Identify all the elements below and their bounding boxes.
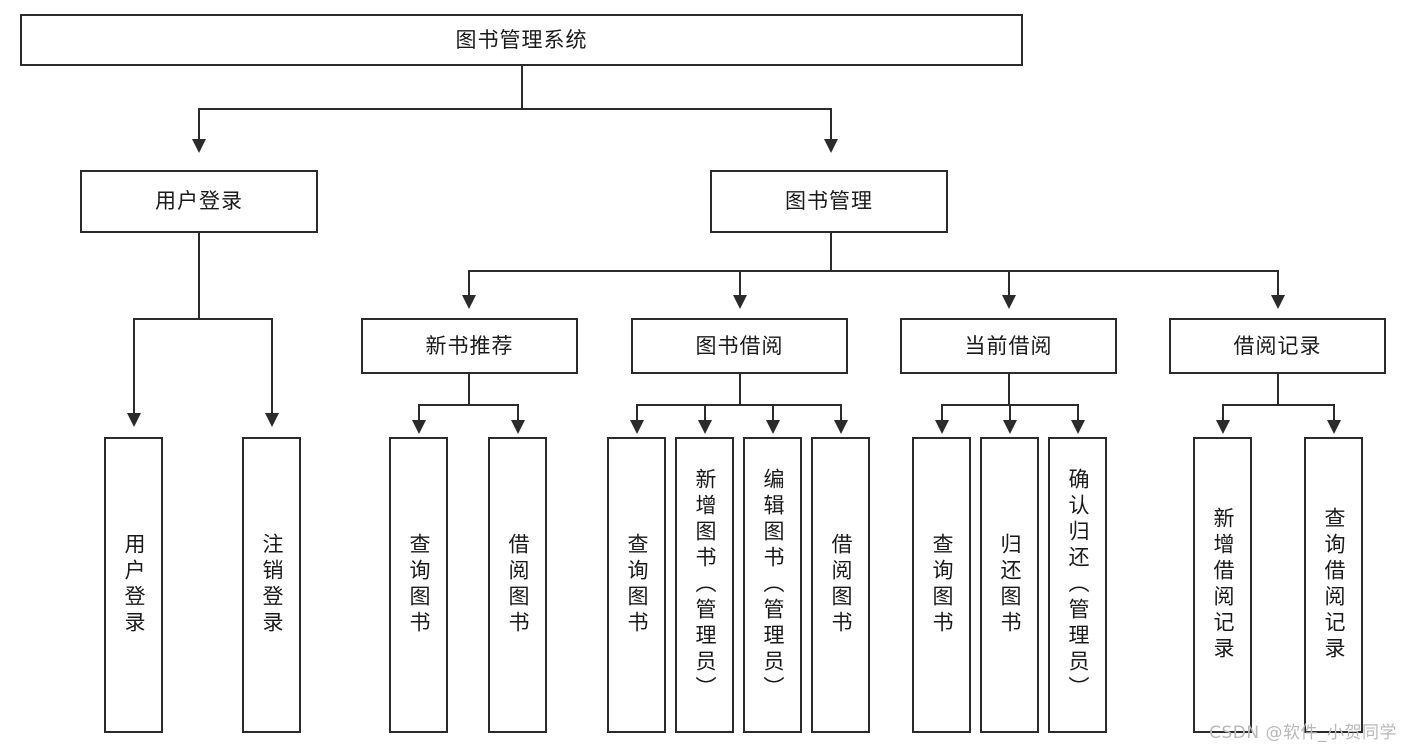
connector-book-borrow-leaf-1 [636,404,638,422]
arrow-head-icon [733,295,747,309]
node-label: 新增图书（管理员） [693,468,717,702]
connector-root-to-book-mgmt [830,108,832,141]
node-label: 编辑图书（管理员） [761,468,785,702]
connector-borrow-record-bus [1222,404,1334,406]
node-label: 借阅图书 [829,533,853,637]
arrow-head-icon [1071,420,1085,434]
connector-to-borrow-record [1277,270,1279,297]
node-root-system[interactable]: 图书管理系统 [20,14,1023,66]
leaf-current-query-book[interactable]: 查询图书 [912,437,971,733]
connector-current-borrow-leaf-2 [1009,404,1011,422]
arrow-head-icon [1216,420,1230,434]
node-label: 新书推荐 [425,333,514,358]
node-label: 借阅图书 [506,533,530,637]
arrow-head-icon [766,420,780,434]
node-label: 图书管理系统 [455,27,588,52]
node-label: 归还图书 [998,533,1022,637]
leaf-borrow-query-book[interactable]: 查询图书 [607,437,666,733]
connector-borrow-record-leaf-1 [1222,404,1224,422]
connector-book-borrow-leaf-4 [840,404,842,422]
connector-user-login-stem [198,233,200,320]
connector-book-borrow-leaf-2 [704,404,706,422]
leaf-current-return-book[interactable]: 归还图书 [980,437,1039,733]
connector-root-stem [521,66,523,109]
leaf-user-login[interactable]: 用户登录 [104,437,163,733]
leaf-logout[interactable]: 注销登录 [242,437,301,733]
leaf-record-query[interactable]: 查询借阅记录 [1304,437,1363,733]
connector-book-borrow-leaf-3 [772,404,774,422]
node-user-login[interactable]: 用户登录 [80,170,318,233]
arrow-head-icon [412,420,426,434]
connector-book-mgmt-stem [830,233,832,272]
connector-borrow-record-leaf-2 [1333,404,1335,422]
connector-to-new-book [468,270,470,297]
node-new-book-recommend[interactable]: 新书推荐 [361,318,578,374]
arrow-head-icon [834,420,848,434]
arrow-head-icon [935,420,949,434]
node-current-borrow[interactable]: 当前借阅 [900,318,1117,374]
connector-current-borrow-leaf-3 [1077,404,1079,422]
leaf-current-confirm-return[interactable]: 确认归还（管理员） [1048,437,1107,733]
node-label: 查询图书 [930,533,954,637]
connector-current-borrow-stem [1008,374,1010,406]
connector-book-mgmt-bus [468,270,1279,272]
node-label: 图书管理 [785,189,873,214]
arrow-head-icon [1002,295,1016,309]
connector-user-login-bus [133,318,272,320]
node-label: 借阅记录 [1233,333,1322,358]
arrow-head-icon [1003,420,1017,434]
leaf-borrow-edit-book[interactable]: 编辑图书（管理员） [743,437,802,733]
connector-root-bus [198,108,832,110]
leaf-borrow-add-book[interactable]: 新增图书（管理员） [675,437,734,733]
connector-root-to-user-login [198,108,200,141]
leaf-new-book-borrow[interactable]: 借阅图书 [488,437,547,733]
connector-book-borrow-stem [739,374,741,406]
arrow-head-icon [265,413,279,427]
connector-to-book-borrow [739,270,741,297]
node-label: 用户登录 [122,533,146,637]
node-label: 查询图书 [625,533,649,637]
arrow-head-icon [824,139,838,153]
connector-current-borrow-leaf-1 [941,404,943,422]
leaf-borrow-borrow-book[interactable]: 借阅图书 [811,437,870,733]
connector-borrow-record-stem [1277,374,1279,406]
node-label: 确认归还（管理员） [1066,468,1090,702]
arrow-head-icon [192,139,206,153]
arrow-head-icon [462,295,476,309]
node-label: 注销登录 [260,533,284,637]
node-borrow-record[interactable]: 借阅记录 [1169,318,1386,374]
node-label: 新增借阅记录 [1211,507,1235,663]
connector-new-book-leaf-1 [418,404,420,422]
connector-new-book-stem [468,374,470,406]
node-label: 用户登录 [155,189,243,214]
leaf-new-book-query[interactable]: 查询图书 [389,437,448,733]
node-label: 当前借阅 [964,333,1053,358]
connector-new-book-leaf-2 [517,404,519,422]
connector-new-book-bus [418,404,518,406]
arrow-head-icon [1271,295,1285,309]
connector-to-leaf-user-login [133,318,135,415]
arrow-head-icon [1327,420,1341,434]
connector-to-current-borrow [1008,270,1010,297]
leaf-record-add[interactable]: 新增借阅记录 [1193,437,1252,733]
arrow-head-icon [698,420,712,434]
node-label: 查询图书 [407,533,431,637]
arrow-head-icon [127,413,141,427]
arrow-head-icon [511,420,525,434]
node-book-borrow[interactable]: 图书借阅 [631,318,848,374]
node-book-management[interactable]: 图书管理 [710,170,948,233]
connector-book-borrow-bus [636,404,842,406]
node-label: 查询借阅记录 [1322,507,1346,663]
connector-to-leaf-logout [271,318,273,415]
node-label: 图书借阅 [695,333,784,358]
arrow-head-icon [630,420,644,434]
